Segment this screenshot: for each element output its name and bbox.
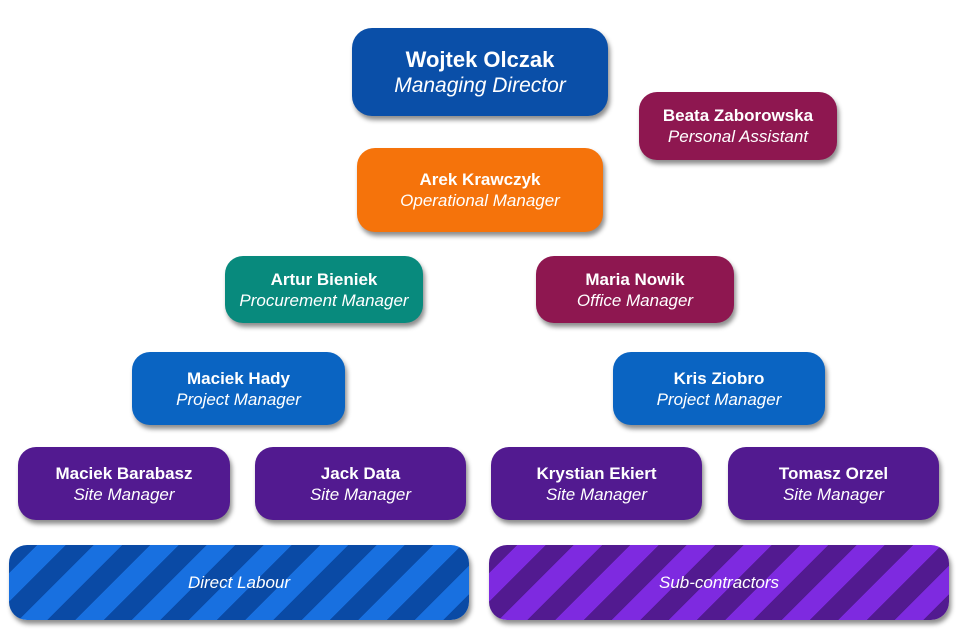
person-name: Arek Krawczyk bbox=[419, 170, 541, 189]
person-name: Tomasz Orzel bbox=[778, 463, 889, 483]
person-name: Krystian Ekiert bbox=[536, 463, 657, 483]
node-personal-assistant: Beata Zaborowska Personal Assistant bbox=[639, 92, 837, 160]
person-name: Wojtek Olczak bbox=[405, 46, 555, 72]
person-role: Office Manager bbox=[576, 290, 694, 310]
node-direct-labour: Direct Labour bbox=[9, 545, 469, 620]
group-label: Sub-contractors bbox=[659, 572, 779, 592]
person-name: Beata Zaborowska bbox=[662, 106, 814, 125]
node-managing-director: Wojtek Olczak Managing Director bbox=[352, 28, 608, 116]
person-role: Site Manager bbox=[73, 484, 175, 504]
person-role: Operational Manager bbox=[400, 191, 560, 210]
node-site-manager: Maciek Barabasz Site Manager bbox=[18, 447, 230, 520]
person-role: Site Manager bbox=[309, 484, 412, 504]
person-role: Project Manager bbox=[656, 389, 782, 409]
node-site-manager: Krystian Ekiert Site Manager bbox=[491, 447, 702, 520]
group-label: Direct Labour bbox=[187, 572, 291, 592]
person-name: Maria Nowik bbox=[585, 269, 685, 289]
node-procurement-manager: Artur Bieniek Procurement Manager bbox=[225, 256, 423, 323]
node-operational-manager: Arek Krawczyk Operational Manager bbox=[357, 148, 603, 232]
person-name: Jack Data bbox=[320, 463, 401, 483]
node-subcontractors: Sub-contractors bbox=[489, 545, 949, 620]
person-role: Personal Assistant bbox=[667, 127, 809, 146]
person-name: Artur Bieniek bbox=[270, 269, 378, 289]
person-role: Site Manager bbox=[782, 484, 885, 504]
node-office-manager: Maria Nowik Office Manager bbox=[536, 256, 734, 323]
node-site-manager: Jack Data Site Manager bbox=[255, 447, 466, 520]
person-name: Maciek Hady bbox=[187, 368, 290, 388]
node-project-manager: Kris Ziobro Project Manager bbox=[613, 352, 825, 425]
person-name: Kris Ziobro bbox=[673, 368, 765, 388]
person-name: Maciek Barabasz bbox=[55, 463, 193, 483]
person-role: Project Manager bbox=[176, 389, 301, 409]
person-role: Managing Director bbox=[394, 73, 566, 97]
node-site-manager: Tomasz Orzel Site Manager bbox=[728, 447, 939, 520]
person-role: Procurement Manager bbox=[239, 290, 409, 310]
person-role: Site Manager bbox=[545, 484, 648, 504]
node-project-manager: Maciek Hady Project Manager bbox=[132, 352, 345, 425]
